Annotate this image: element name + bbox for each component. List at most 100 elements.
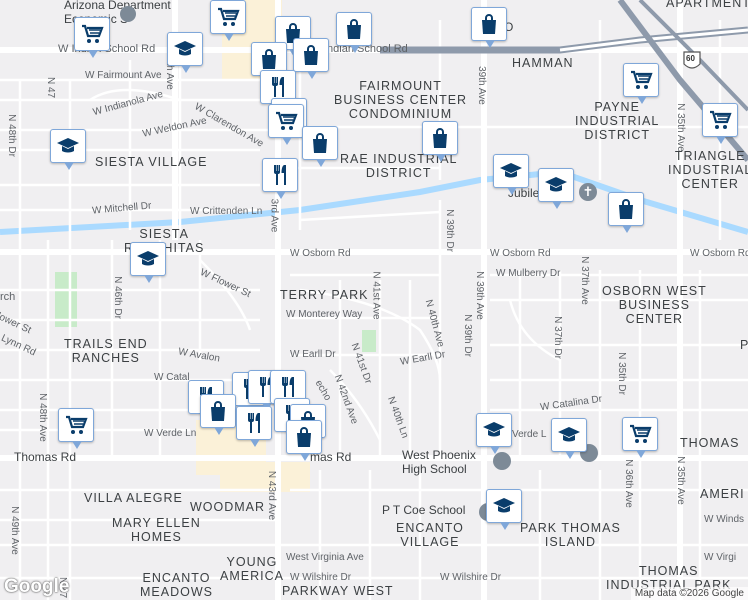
shopping-cart-pin[interactable] (268, 104, 304, 145)
school-icon (557, 423, 581, 447)
neighborhood-label: PARK THOMAS ISLAND (520, 521, 621, 549)
shopping-cart-pin[interactable] (58, 408, 94, 449)
street-label: W Mulberry Dr (496, 268, 561, 279)
street-label: W Monterey Way (286, 309, 363, 320)
shopping-bag-pin[interactable] (302, 126, 338, 167)
street-label: W Winds (704, 514, 744, 525)
place-label: P T Coe School (382, 503, 466, 517)
place-of-worship-icon[interactable]: ✝ (579, 183, 597, 201)
street-label: N 39th Dr (461, 314, 473, 357)
shopping-bag-pin[interactable] (336, 12, 372, 53)
street-label: O (504, 20, 514, 34)
school-icon (56, 134, 80, 158)
shopping-bag-icon (614, 197, 638, 221)
shopping-cart-icon (708, 108, 732, 132)
neighborhood-label: APARTMENT (666, 0, 748, 10)
street-label: 3rd Ave (268, 198, 280, 233)
shopping-bag-pin[interactable] (286, 420, 322, 461)
street-label: W Wilshire Dr (440, 572, 502, 583)
street-label: Indian School Rd (324, 43, 408, 55)
shopping-cart-icon (274, 109, 298, 133)
government-landmark-icon[interactable] (120, 6, 136, 22)
street-label: N 39th Ave (473, 271, 485, 320)
neighborhood-label: TRAILS END RANCHES (64, 337, 148, 365)
school-icon (173, 37, 197, 61)
shopping-bag-pin[interactable] (608, 192, 644, 233)
street-label: N 37th Ave (578, 256, 590, 305)
school-pin[interactable] (493, 154, 529, 195)
neighborhood-label: ENCANTO VILLAGE (396, 521, 464, 549)
neighborhood-label: TERRY PARK (280, 288, 369, 302)
neighborhood-label: SIESTA VILLAGE (95, 155, 208, 169)
school-icon (544, 173, 568, 197)
shopping-bag-icon (299, 43, 323, 67)
shopping-bag-pin[interactable] (471, 7, 507, 48)
street-label: N 35th Ave (674, 103, 686, 152)
school-pin[interactable] (167, 32, 203, 73)
street-label: N 36th Ave (622, 459, 634, 508)
school-pin[interactable] (486, 489, 522, 530)
neighborhood-label: YOUNG AMERICA (220, 555, 284, 583)
street-label: W Crittenden Ln (190, 206, 263, 217)
neighborhood-label: AMERI (700, 487, 745, 501)
shopping-bag-icon (477, 12, 501, 36)
shopping-bag-icon (308, 131, 332, 155)
shopping-bag-icon (292, 425, 316, 449)
street-label: N 41st Ave (370, 271, 382, 320)
street-label: N 37th Dr (551, 316, 563, 359)
shopping-cart-pin[interactable] (623, 63, 659, 104)
street-label: W Osborn Rd (290, 248, 351, 259)
street-label: N 48th Ave (36, 393, 48, 442)
school-pin[interactable] (538, 168, 574, 209)
neighborhood-label: VILLA ALEGRE (84, 491, 183, 505)
shopping-cart-pin[interactable] (622, 417, 658, 458)
shopping-cart-icon (628, 422, 652, 446)
street-label: Thomas Rd (14, 450, 77, 464)
route-60-label: 60 (686, 54, 695, 63)
street-label: W Fairmount Ave (85, 70, 162, 81)
street-label: N 39th Dr (443, 209, 455, 252)
street-label: W Wilshire Dr (290, 572, 352, 583)
school-icon (492, 494, 516, 518)
street-label: 39th Ave (475, 66, 487, 105)
shopping-bag-icon (257, 47, 281, 71)
school-pin[interactable] (50, 129, 86, 170)
shopping-bag-icon (342, 17, 366, 41)
shopping-bag-pin[interactable] (200, 394, 236, 435)
street-label: rch (0, 291, 16, 303)
street-label: W Osborn Rd (690, 248, 748, 259)
neighborhood-label: WOODMAR (190, 500, 266, 514)
neighborhood-label: PAYNE INDUSTRIAL DISTRICT (575, 100, 660, 142)
school-pin[interactable] (476, 413, 512, 454)
street-label: West Virginia Ave (286, 552, 364, 563)
street-label: Verde L (512, 429, 547, 440)
shopping-bag-icon (428, 126, 452, 150)
shopping-cart-pin[interactable] (702, 103, 738, 144)
street-label: N 35th Ave (674, 456, 686, 505)
street-label: N 47 (45, 76, 57, 99)
restaurant-icon (268, 163, 292, 187)
map-attribution[interactable]: Map data ©2026 Google (630, 587, 748, 600)
street-label: W Catal (154, 372, 190, 383)
route-60-shield (683, 51, 701, 69)
shopping-cart-pin[interactable] (210, 0, 246, 41)
shopping-cart-pin[interactable] (74, 17, 110, 58)
restaurant-pin[interactable] (236, 406, 272, 447)
street-label: N 48th Dr (5, 114, 17, 157)
street-label: THOMAS (680, 436, 740, 450)
neighborhood-label: PARKWAY WEST (282, 584, 394, 598)
restaurant-icon (276, 375, 300, 399)
shopping-cart-icon (629, 68, 653, 92)
restaurant-icon (266, 75, 290, 99)
school-pin[interactable] (130, 242, 166, 283)
school-landmark-icon[interactable] (493, 452, 511, 470)
neighborhood-label: ENCANTO MEADOWS (140, 571, 213, 599)
restaurant-pin[interactable] (262, 158, 298, 199)
shopping-bag-pin[interactable] (422, 121, 458, 162)
shopping-bag-pin[interactable] (293, 38, 329, 79)
google-logo: Google (4, 576, 70, 597)
street-label: N 49th Ave (8, 506, 20, 555)
street-label: N 43rd Ave (266, 470, 278, 521)
school-pin[interactable] (551, 418, 587, 459)
